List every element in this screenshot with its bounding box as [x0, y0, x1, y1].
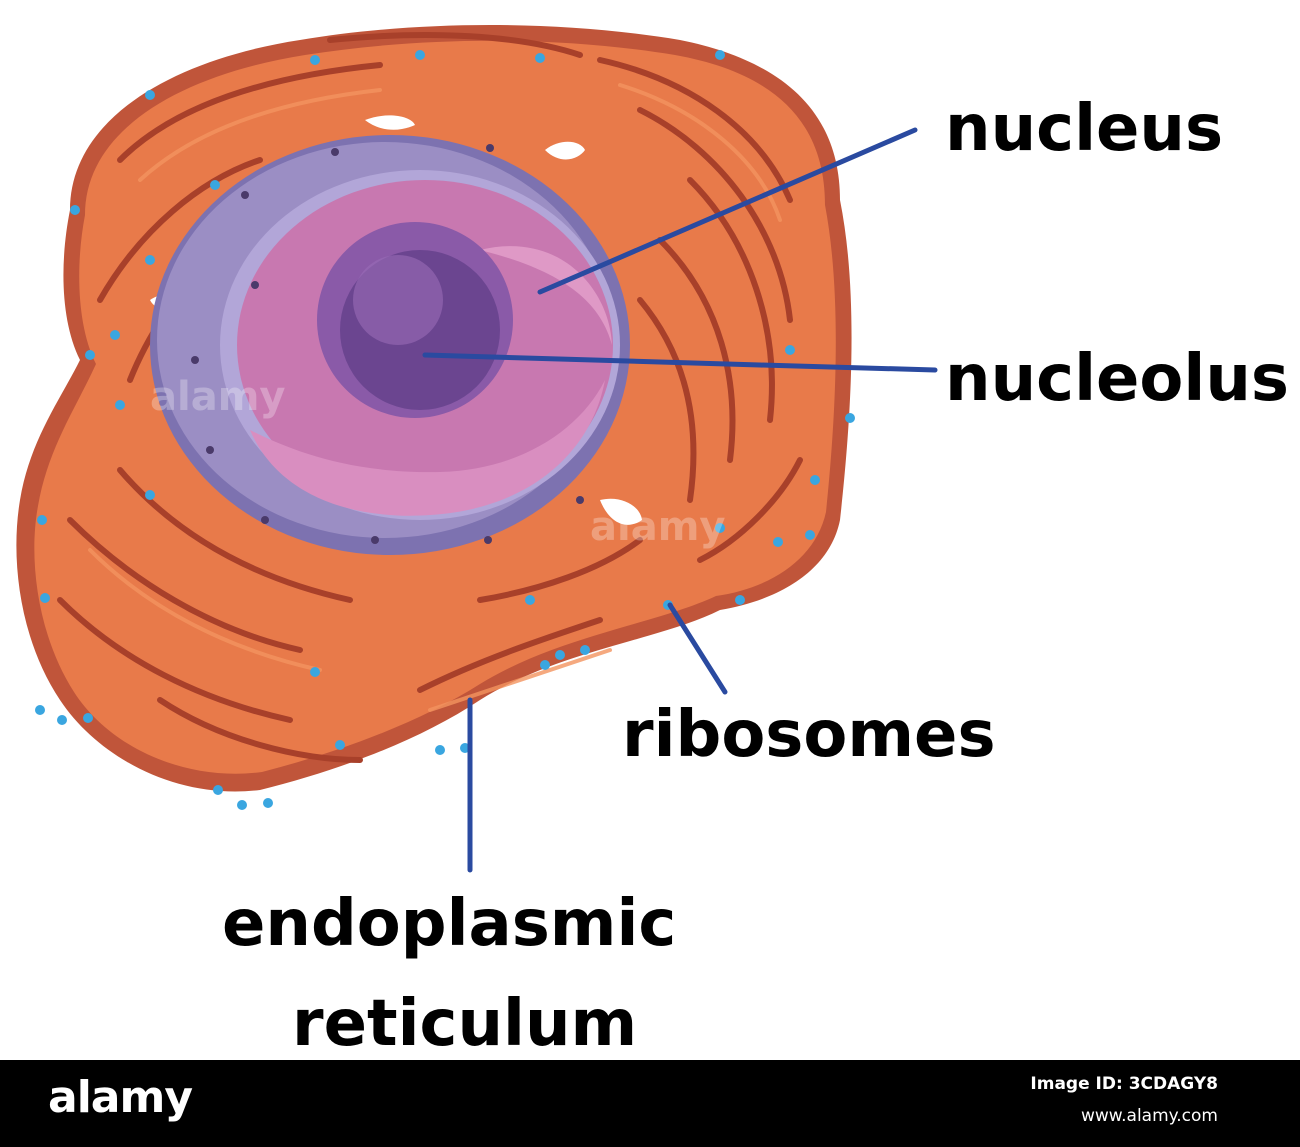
watermark-right: alamy [590, 504, 725, 550]
label-ribosomes: ribosomes [622, 698, 996, 772]
nucleolus [317, 222, 513, 418]
stock-url-text: www.alamy.com [1080, 1106, 1218, 1126]
leader-lines [422, 127, 938, 873]
label-nucleus: nucleus [945, 92, 1223, 166]
label-endoplasmic: endoplasmic [222, 887, 676, 961]
stock-logo: alamy [48, 1072, 193, 1123]
watermark-left: alamy [150, 374, 285, 420]
label-nucleolus: nucleolus [945, 342, 1289, 416]
ribosome-dots [35, 50, 855, 810]
nucleolus-leader-line [422, 352, 938, 373]
cell-diagram: alamy alamy nucleus nucleolus ribosomes … [16, 25, 1289, 1060]
nucleus-leader-line [537, 127, 918, 295]
image-id-text: Image ID: 3CDAGY8 [1030, 1074, 1218, 1094]
stock-photo-bar: alamy Image ID: 3CDAGY8 www.alamy.com [0, 1060, 1300, 1147]
ribosomes-leader-line [667, 602, 728, 695]
label-reticulum: reticulum [292, 987, 637, 1060]
